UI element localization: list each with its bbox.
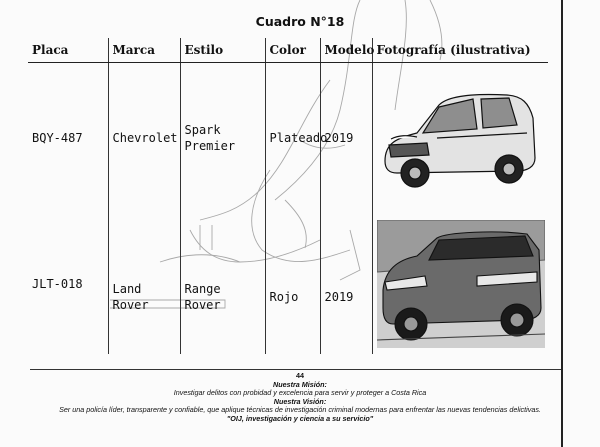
page-edge-rule [561,0,563,447]
cell-color-text: Rojo [269,289,299,304]
header-estilo: Estilo [179,38,265,63]
page-number: 44 [296,371,304,380]
page-footer: 44 Nuestra Misión: Investigar delitos co… [0,371,600,424]
cell-placa-text: JLT-018 [32,276,83,291]
cell-color: Rojo [264,213,320,354]
cell-estilo: Spark Premier [179,62,265,214]
header-placa: Placa [28,38,108,63]
cell-photo [371,62,548,214]
vehicles-table: Placa Marca Estilo Color Modelo Fotograf… [28,38,548,354]
mision-heading: Nuestra Misión: [273,379,327,389]
cell-estilo-text: Range Rover [184,281,221,312]
table-row: JLT-018 Land Rover Range Rover Rojo 2019 [28,213,548,354]
header-modelo: Modelo [319,38,374,63]
cell-marca-text: Land Rover [112,281,149,312]
mision-text: Investigar delitos con probidad y excele… [173,388,427,398]
table-header-row: Placa Marca Estilo Color Modelo Fotograf… [28,38,548,63]
cell-estilo: Range Rover [179,213,265,354]
table-title: Cuadro N°18 [255,14,345,29]
vision-text: Ser una policía líder, transparente y co… [59,405,541,415]
cell-photo [371,213,548,354]
cell-placa: BQY-487 [32,131,83,146]
slogan: "OIJ, investigación y ciencia a su servi… [226,413,374,423]
header-marca: Marca [107,38,180,63]
cell-marca: Chevrolet [107,62,180,214]
hatchback-car-photo [383,94,536,188]
table-row: BQY-487 Chevrolet Spark Premier Plateado… [28,62,548,214]
header-fotografia: Fotografía (ilustrativa) [371,38,548,63]
suv-car-photo [376,219,545,348]
cell-modelo: 2019 [319,62,372,214]
vision-heading: Nuestra Visión: [273,396,327,406]
cell-marca: Land Rover [107,213,180,354]
cell-placa: JLT-018 [28,214,108,354]
footer-divider [30,369,561,370]
cell-color: Plateado [264,62,327,214]
cell-modelo-text: 2019 [324,289,354,304]
cell-modelo: 2019 [319,213,372,354]
header-color: Color [264,38,320,63]
